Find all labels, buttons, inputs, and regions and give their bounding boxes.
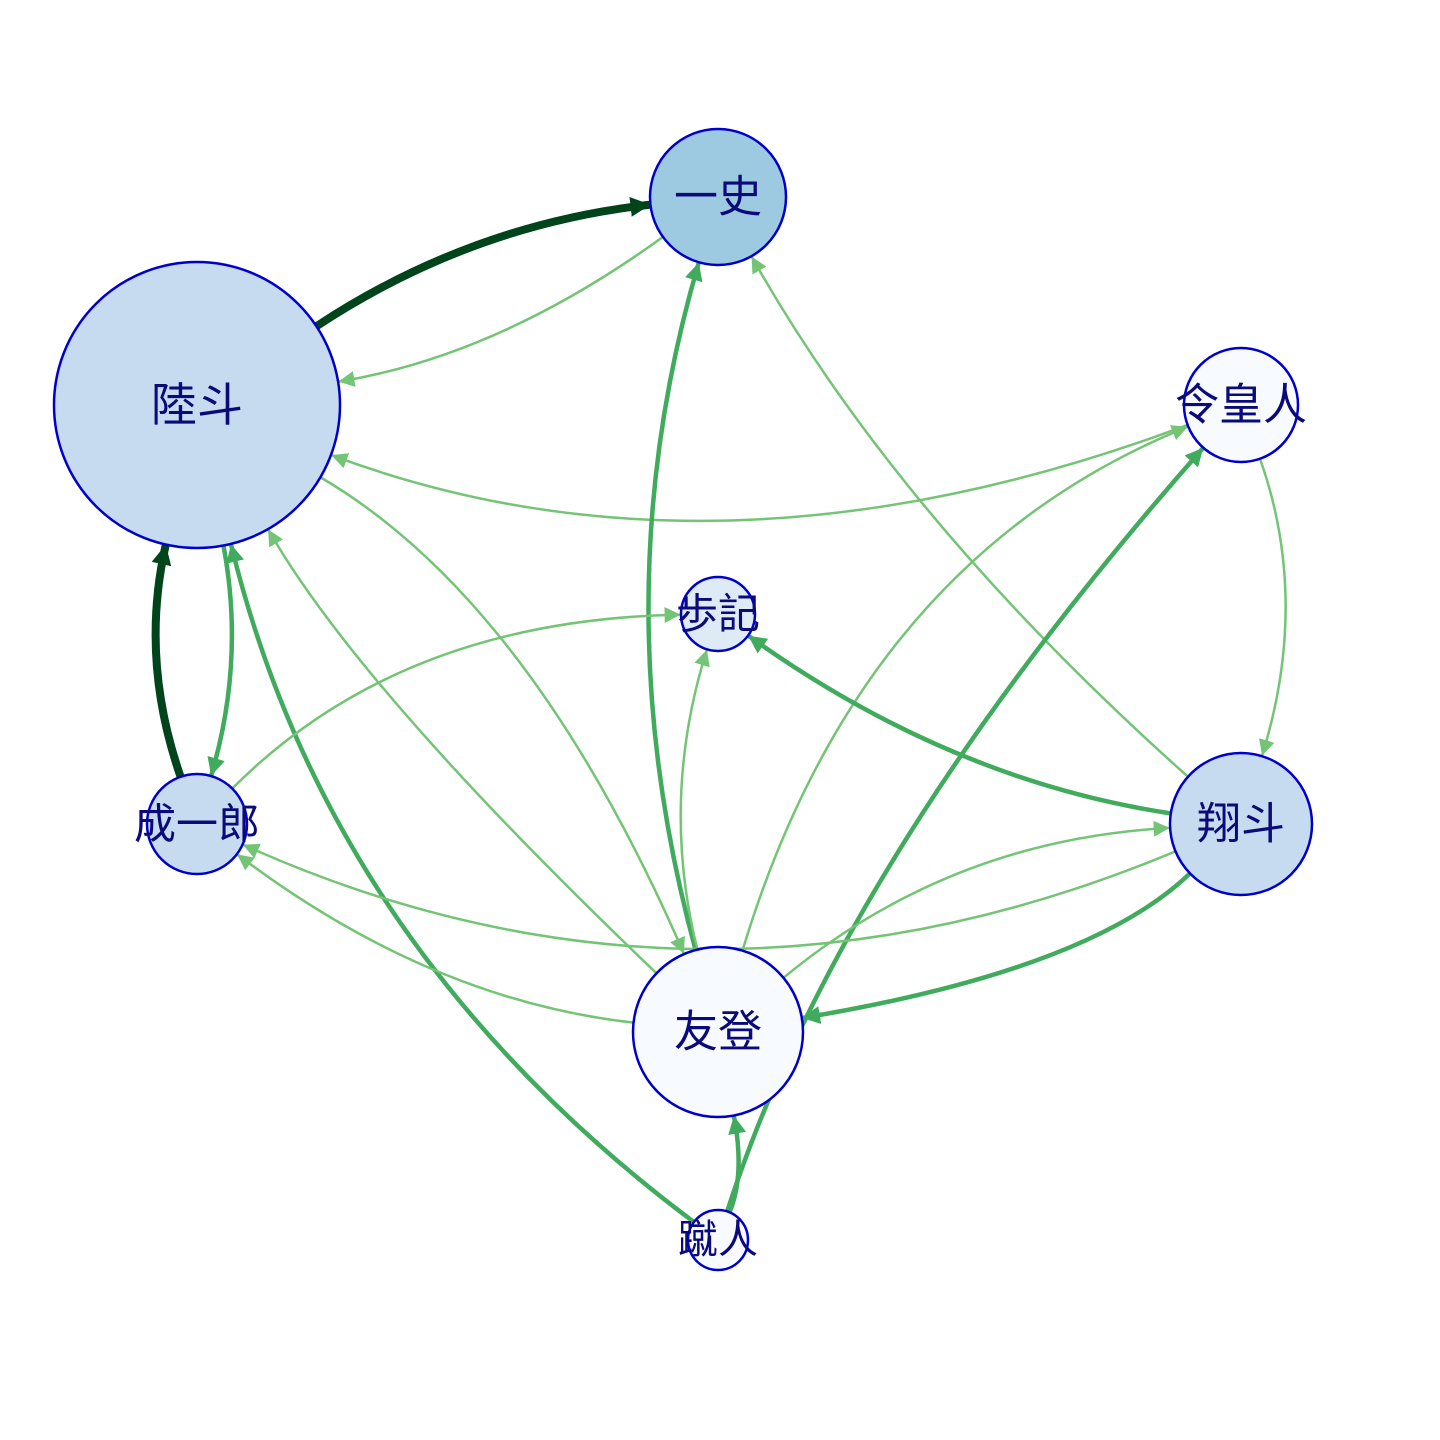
edge-shuuto-to-yuto	[727, 1115, 746, 1215]
edge-yuto-to-kazushi	[646, 261, 703, 953]
node-circle-reiou	[1182, 346, 1300, 464]
edge-shouto-to-seiichirou	[242, 843, 1177, 951]
node-label-seiichirou: 成一郎	[134, 800, 260, 849]
node-label-yuto: 友登	[674, 1007, 762, 1058]
edge-rikuto-to-seiichirou	[207, 543, 235, 777]
node-shouto: 翔斗	[1168, 751, 1314, 897]
node-shuuto: 蹴人	[678, 1208, 758, 1272]
edge-reiou-to-rikuto	[331, 423, 1189, 523]
node-seiichirou: 成一郎	[134, 772, 260, 876]
edge-yuto-to-seiichirou	[237, 854, 635, 1024]
node-circle-seiichirou	[145, 772, 249, 876]
node-label-reiou: 令皇人	[1175, 380, 1307, 431]
node-label-shuuto: 蹴人	[678, 1217, 758, 1263]
edge-yuto-to-reiou	[741, 425, 1188, 952]
edge-seiichirou-to-ayuki	[231, 607, 681, 790]
edge-kazushi-to-rikuto	[338, 235, 665, 387]
node-rikuto: 陸斗	[52, 260, 342, 550]
edge-yuto-to-ayuki	[679, 649, 710, 951]
node-circle-kazushi	[648, 127, 788, 267]
node-label-rikuto: 陸斗	[151, 378, 243, 432]
node-kazushi: 一史	[648, 127, 788, 267]
edge-rikuto-to-kazushi	[312, 196, 653, 331]
node-reiou: 令皇人	[1175, 346, 1307, 464]
node-label-kazushi: 一史	[674, 172, 762, 223]
edge-seiichirou-to-rikuto	[151, 542, 185, 781]
node-circle-rikuto	[52, 260, 342, 550]
node-yuto: 友登	[631, 945, 805, 1119]
node-circle-yuto	[631, 945, 805, 1119]
node-label-shouto: 翔斗	[1197, 799, 1285, 850]
edge-shouto-to-ayuki	[747, 634, 1174, 816]
edge-yuto-to-shouto	[782, 820, 1170, 980]
edge-shuuto-to-rikuto	[226, 543, 697, 1225]
node-circle-ayuki	[679, 575, 757, 653]
edge-shouto-to-yuto	[801, 871, 1193, 1024]
edge-shuuto-to-reiou	[724, 447, 1205, 1214]
node-label-ayuki: 歩記	[676, 590, 760, 639]
edge-yuto-to-rikuto	[267, 529, 658, 975]
edge-shouto-to-kazushi	[751, 256, 1190, 779]
edge-reiou-to-shouto	[1258, 457, 1287, 756]
node-circle-shuuto	[686, 1208, 750, 1272]
node-ayuki: 歩記	[676, 575, 760, 653]
node-circle-shouto	[1168, 751, 1314, 897]
edge-rikuto-to-yuto	[319, 476, 685, 954]
